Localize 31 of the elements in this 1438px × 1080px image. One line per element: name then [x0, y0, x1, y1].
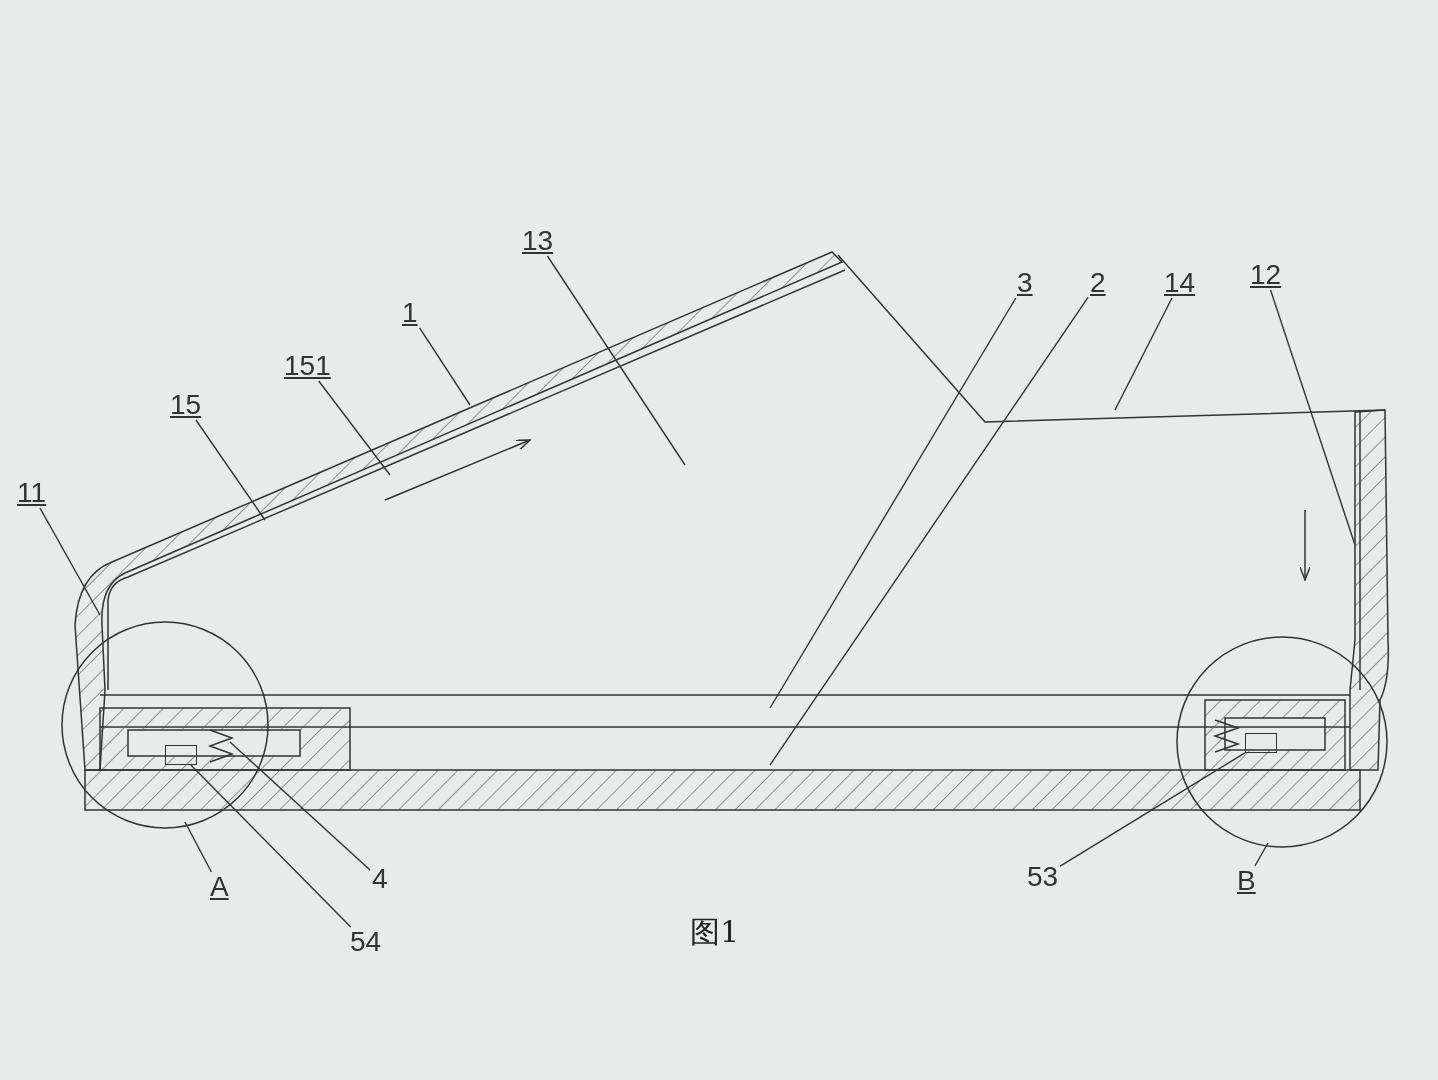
callout-number: 3: [1015, 268, 1035, 298]
leader-line: [769, 296, 1089, 766]
callout-number: 15: [168, 390, 204, 420]
callout-number: 13: [520, 226, 556, 256]
callout-number: 1: [400, 298, 420, 328]
leader-line: [229, 741, 371, 871]
leader-line: [39, 507, 101, 616]
leader-line: [1254, 842, 1269, 867]
leader-line: [546, 255, 686, 466]
leader-line: [1059, 752, 1246, 867]
leader-line: [184, 821, 213, 873]
small-block: [165, 745, 197, 765]
callout-number: 11: [15, 478, 49, 508]
callout-number: 53: [1025, 862, 1061, 892]
leader-line: [190, 764, 352, 928]
small-block: [1245, 733, 1277, 753]
callout-number: B: [1235, 866, 1258, 896]
callout-number: 4: [370, 864, 390, 894]
leader-line: [769, 297, 1017, 709]
callout-number: 12: [1248, 260, 1284, 290]
leader-line: [318, 380, 391, 476]
callout-number: 54: [348, 927, 384, 957]
callout-number: 14: [1162, 268, 1198, 298]
leader-line: [1114, 297, 1173, 411]
leader-line: [418, 327, 471, 406]
leader-line: [1269, 289, 1356, 546]
callout-number: 2: [1088, 268, 1108, 298]
leader-line: [195, 419, 266, 521]
callout-number: A: [208, 872, 231, 902]
callout-number: 151: [282, 351, 333, 381]
figure-caption: 图1: [690, 913, 740, 951]
